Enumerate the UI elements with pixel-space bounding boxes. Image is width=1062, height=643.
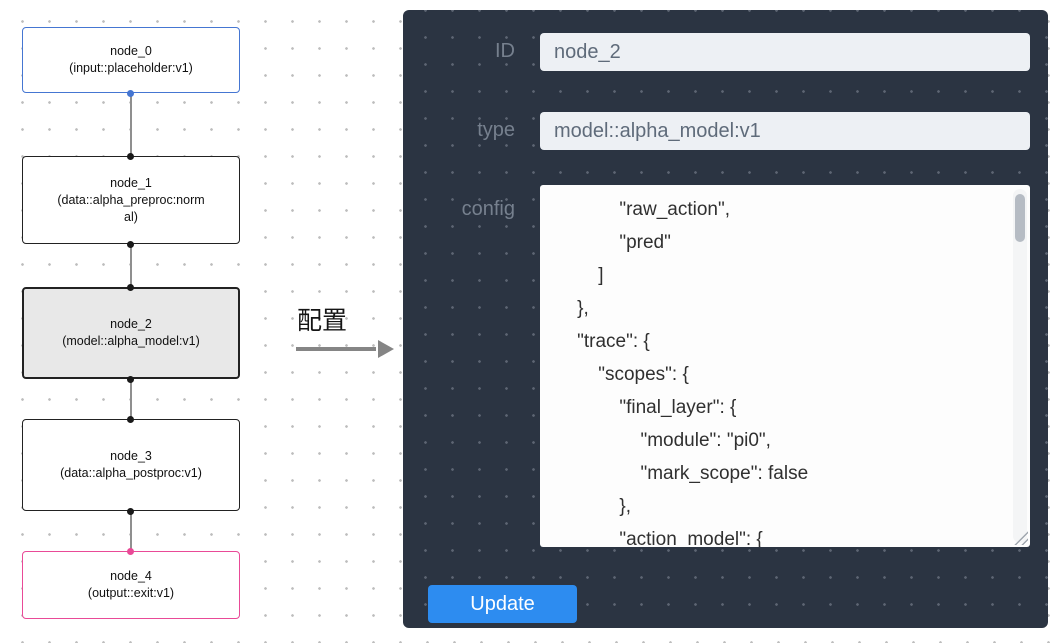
node-subtitle: (model::alpha_model:v1) [62, 334, 200, 348]
config-annotation-label: 配置 [297, 307, 348, 335]
port-node_1-out[interactable] [127, 241, 134, 248]
node-title: node_2 [110, 317, 152, 331]
node-title: node_4 [110, 569, 152, 583]
edge-node_2-node_3 [130, 379, 132, 419]
config-scrollbar[interactable] [1013, 189, 1027, 543]
port-node_3-out[interactable] [127, 508, 134, 515]
node-subtitle: (data::alpha_postproc:v1) [60, 466, 202, 480]
id-input[interactable] [540, 33, 1030, 71]
node-title: node_0 [110, 44, 152, 58]
node-title: node_1 [110, 175, 152, 190]
port-node_2-in[interactable] [127, 284, 134, 291]
node-config-panel: ID type config "raw_action", "pred" ] },… [403, 10, 1048, 628]
config-label: config [461, 198, 515, 220]
node-subtitle: (output::exit:v1) [87, 586, 175, 600]
port-node_3-in[interactable] [127, 416, 134, 423]
flow-node-node_0[interactable]: node_0 (input::placeholder:v1) [22, 27, 240, 93]
flow-node-node_4[interactable]: node_4 (output::exit:v1) [22, 551, 240, 619]
config-textarea[interactable]: "raw_action", "pred" ] }, "trace": { "sc… [540, 185, 1030, 547]
config-editor: "raw_action", "pred" ] }, "trace": { "sc… [540, 185, 1030, 547]
update-button[interactable]: Update [428, 585, 577, 623]
flow-node-node_3[interactable]: node_3 (data::alpha_postproc:v1) [22, 419, 240, 511]
edge-node_0-node_1 [130, 93, 132, 156]
port-node_4-in[interactable] [127, 548, 134, 555]
edge-node_1-node_2 [130, 244, 132, 287]
node-subtitle: (data::alpha_preproc:normal) [57, 192, 205, 224]
edge-node_3-node_4 [130, 511, 132, 551]
port-node_2-out[interactable] [127, 376, 134, 383]
port-node_0-out[interactable] [127, 90, 134, 97]
flow-node-node_2[interactable]: node_2 (model::alpha_model:v1) [22, 287, 240, 379]
id-label: ID [495, 40, 515, 62]
arrow-shaft [296, 347, 376, 351]
type-label: type [477, 119, 515, 141]
config-scrollbar-thumb[interactable] [1015, 194, 1025, 242]
arrow-right-icon [296, 340, 394, 358]
node-title: node_3 [110, 449, 152, 463]
type-input[interactable] [540, 112, 1030, 150]
port-node_1-in[interactable] [127, 153, 134, 160]
flow-node-node_1[interactable]: node_1 (data::alpha_preproc:normal) [22, 156, 240, 244]
arrow-head [378, 340, 394, 358]
node-subtitle: (input::placeholder:v1) [69, 61, 193, 75]
